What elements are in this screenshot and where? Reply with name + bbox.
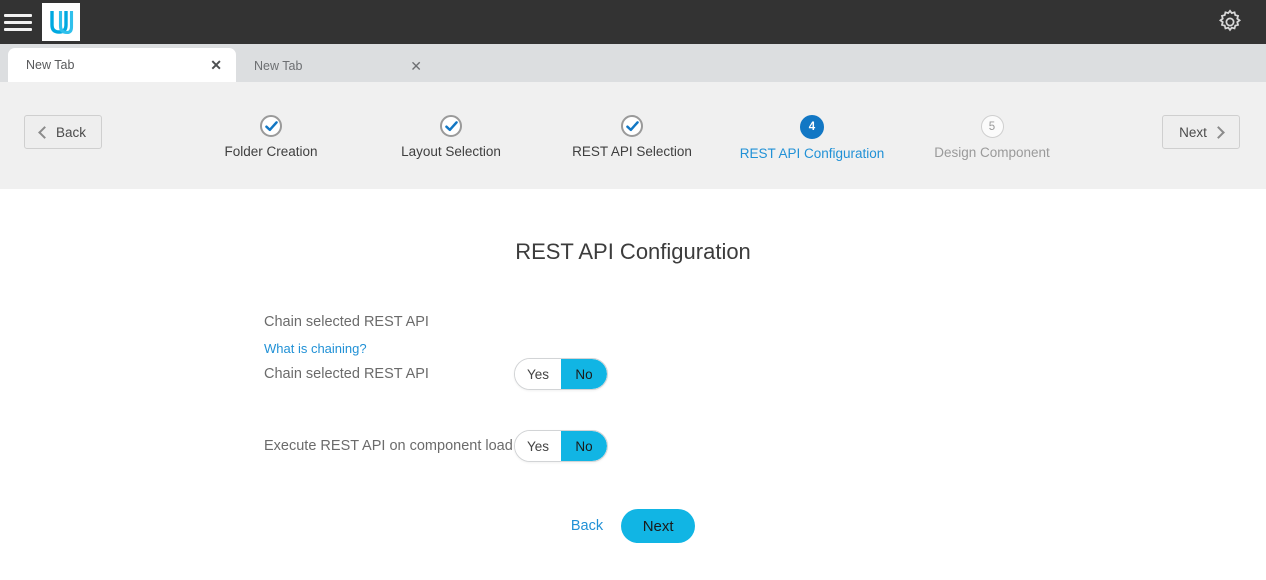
step-item-layout-selection[interactable]: Layout Selection xyxy=(351,115,551,159)
check-icon xyxy=(264,120,278,131)
check-icon xyxy=(625,120,639,131)
step-item-design-component[interactable]: 5 Design Component xyxy=(892,115,1092,160)
execute-on-component-load-toggle[interactable]: Yes No xyxy=(514,430,608,462)
form-row-chain-toggle: Chain selected REST API Yes No xyxy=(264,358,964,390)
chain-selected-rest-api-toggle[interactable]: Yes No xyxy=(514,358,608,390)
step-marker-done xyxy=(440,115,462,137)
field-label: Chain selected REST API xyxy=(264,314,429,330)
tab-label: New Tab xyxy=(254,59,303,73)
toggle-option-yes[interactable]: Yes xyxy=(515,359,561,389)
browser-tab-strip: New Tab ✕ New Tab ✕ xyxy=(0,44,1266,82)
gear-icon[interactable] xyxy=(1216,8,1244,36)
toggle-option-no[interactable]: No xyxy=(561,431,607,461)
wizard-next-button[interactable]: Next xyxy=(1162,115,1240,149)
step-label: Folder Creation xyxy=(224,144,318,159)
step-marker-todo: 5 xyxy=(980,115,1004,138)
wizard-back-label: Back xyxy=(55,124,86,140)
step-item-folder-creation[interactable]: Folder Creation xyxy=(171,115,371,159)
wizard-back-button[interactable]: Back xyxy=(24,115,102,149)
form-back-link[interactable]: Back xyxy=(570,518,604,534)
hamburger-bar xyxy=(4,13,32,17)
field-label: Execute REST API on component load xyxy=(264,438,513,454)
step-label: REST API Selection xyxy=(572,144,692,159)
step-item-rest-api-selection[interactable]: REST API Selection xyxy=(532,115,732,159)
step-label: Layout Selection xyxy=(401,144,501,159)
form-row-chaining-help: What is chaining? xyxy=(264,335,964,361)
configuration-form: Chain selected REST API What is chaining… xyxy=(264,309,964,462)
hamburger-bar xyxy=(4,27,32,31)
toggle-option-no[interactable]: No xyxy=(561,359,607,389)
toggle-option-yes[interactable]: Yes xyxy=(515,431,561,461)
main-content: REST API Configuration Chain selected RE… xyxy=(0,189,1266,580)
wizard-stepper: Folder Creation Layout Selection REST AP… xyxy=(0,82,1266,210)
step-marker-done xyxy=(260,115,282,137)
tab-new-tab-1[interactable]: New Tab ✕ xyxy=(8,48,236,82)
hamburger-menu-icon[interactable] xyxy=(4,11,34,33)
check-icon xyxy=(444,120,458,131)
form-footer-actions: Back Next xyxy=(0,509,1266,543)
form-row-chain-heading: Chain selected REST API xyxy=(264,309,964,335)
step-marker-done xyxy=(621,115,643,137)
close-icon[interactable]: ✕ xyxy=(410,58,422,74)
app-logo[interactable] xyxy=(42,3,80,41)
step-label: Design Component xyxy=(934,145,1050,160)
form-row-execute-toggle: Execute REST API on component load Yes N… xyxy=(264,430,964,462)
page-title: REST API Configuration xyxy=(515,239,751,264)
step-item-rest-api-configuration[interactable]: 4 REST API Configuration xyxy=(712,115,912,161)
uj-logo-icon xyxy=(50,11,74,35)
tab-label: New Tab xyxy=(26,58,75,72)
step-marker-current: 4 xyxy=(800,115,824,139)
field-label: Chain selected REST API xyxy=(264,366,429,382)
wizard-next-label: Next xyxy=(1179,124,1207,140)
close-icon[interactable]: ✕ xyxy=(210,57,222,73)
hamburger-bar xyxy=(4,20,32,24)
tab-new-tab-2[interactable]: New Tab ✕ xyxy=(236,50,436,82)
what-is-chaining-link[interactable]: What is chaining? xyxy=(264,340,367,356)
form-next-button[interactable]: Next xyxy=(621,509,696,543)
step-label: REST API Configuration xyxy=(739,146,885,161)
app-header-bar xyxy=(0,0,1266,44)
